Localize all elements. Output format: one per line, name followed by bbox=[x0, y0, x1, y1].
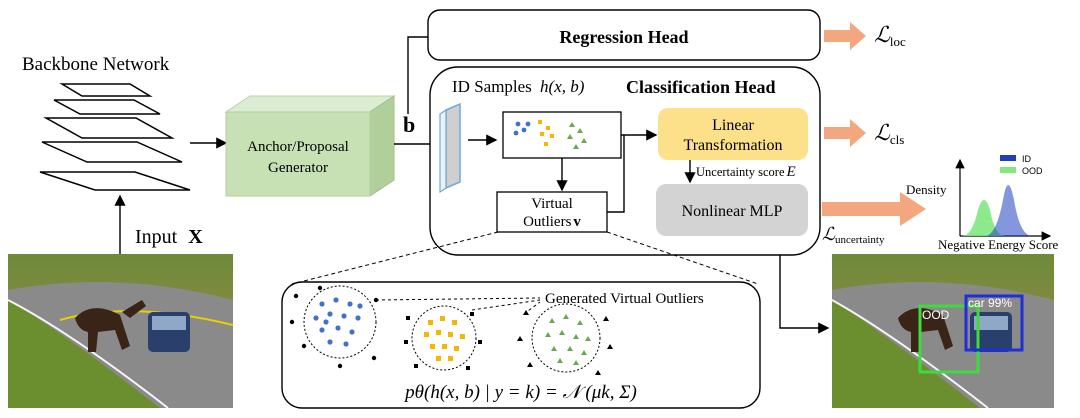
line-to-regression bbox=[407, 36, 428, 114]
arrow-to-output bbox=[779, 255, 830, 334]
legend-ood-swatch bbox=[1000, 167, 1016, 173]
id-samples-label: ID Samples h(x, b) bbox=[452, 77, 585, 96]
backbone-layers bbox=[39, 83, 191, 191]
ood-distribution bbox=[962, 200, 1005, 236]
density-xlabel: Negative Energy Score bbox=[938, 237, 1059, 252]
loss-loc-arrow: ℒloc bbox=[824, 22, 906, 50]
anchor-label-line1: Anchor/Proposal bbox=[247, 139, 349, 155]
id-sample-points bbox=[513, 120, 587, 149]
ood-box-label: OOD bbox=[922, 308, 950, 322]
ood-bounding-box bbox=[918, 304, 980, 374]
car-box-label: car 99% bbox=[968, 296, 1012, 310]
loss-loc: ℒloc bbox=[874, 22, 906, 49]
legend-id-label: ID bbox=[1022, 154, 1032, 164]
anchor-proposal-generator: Anchor/Proposal Generator bbox=[224, 95, 396, 197]
car-bounding-box bbox=[964, 294, 1024, 352]
classification-head: ID Samples h(x, b) Classification Head bbox=[429, 66, 821, 256]
feature-map bbox=[445, 102, 461, 190]
virtual-outliers-line1: Virtual bbox=[531, 196, 573, 212]
regression-head: Regression Head bbox=[427, 9, 821, 61]
linear-line2: Transformation bbox=[684, 137, 783, 154]
loss-cls: ℒcls bbox=[874, 120, 904, 147]
backbone-label: Backbone Network bbox=[22, 54, 170, 75]
generated-outliers-label: Generated Virtual Outliers bbox=[545, 291, 704, 307]
input-label: Input X bbox=[135, 226, 203, 248]
loss-uncertainty-arrow: ℒuncertainty bbox=[822, 192, 926, 246]
gaussian-formula: pθ(h(x, b) | y = k) = 𝒩 (μk, Σ) bbox=[403, 382, 637, 403]
nonlinear-mlp-label: Nonlinear MLP bbox=[682, 203, 783, 220]
loss-uncertainty: ℒuncertainty bbox=[822, 224, 885, 246]
outliers-panel: Generated Virtual Outliers bbox=[281, 231, 761, 409]
backbone-network: Backbone Network bbox=[22, 54, 191, 191]
classification-title: Classification Head bbox=[626, 77, 776, 97]
id-distribution bbox=[985, 185, 1032, 236]
density-plot: Density ID OOD Negative Energy Score bbox=[906, 154, 1059, 252]
loss-cls-arrow: ℒcls bbox=[824, 119, 904, 147]
feature-symbol-b: b bbox=[403, 112, 415, 137]
legend-ood-label: OOD bbox=[1022, 166, 1043, 176]
svg-text:Input X: Input X bbox=[135, 226, 203, 248]
anchor-label-line2: Generator bbox=[268, 160, 328, 176]
regression-title: Regression Head bbox=[559, 27, 688, 47]
density-ylabel: Density bbox=[906, 182, 947, 197]
id-samples-box bbox=[502, 111, 622, 159]
nonlinear-mlp-box bbox=[656, 184, 808, 236]
input-image bbox=[7, 254, 234, 409]
linear-transformation-box bbox=[658, 108, 808, 160]
output-image: OOD car 99% bbox=[831, 254, 1054, 409]
linear-line1: Linear bbox=[712, 117, 754, 134]
legend-id-swatch bbox=[1000, 155, 1016, 161]
